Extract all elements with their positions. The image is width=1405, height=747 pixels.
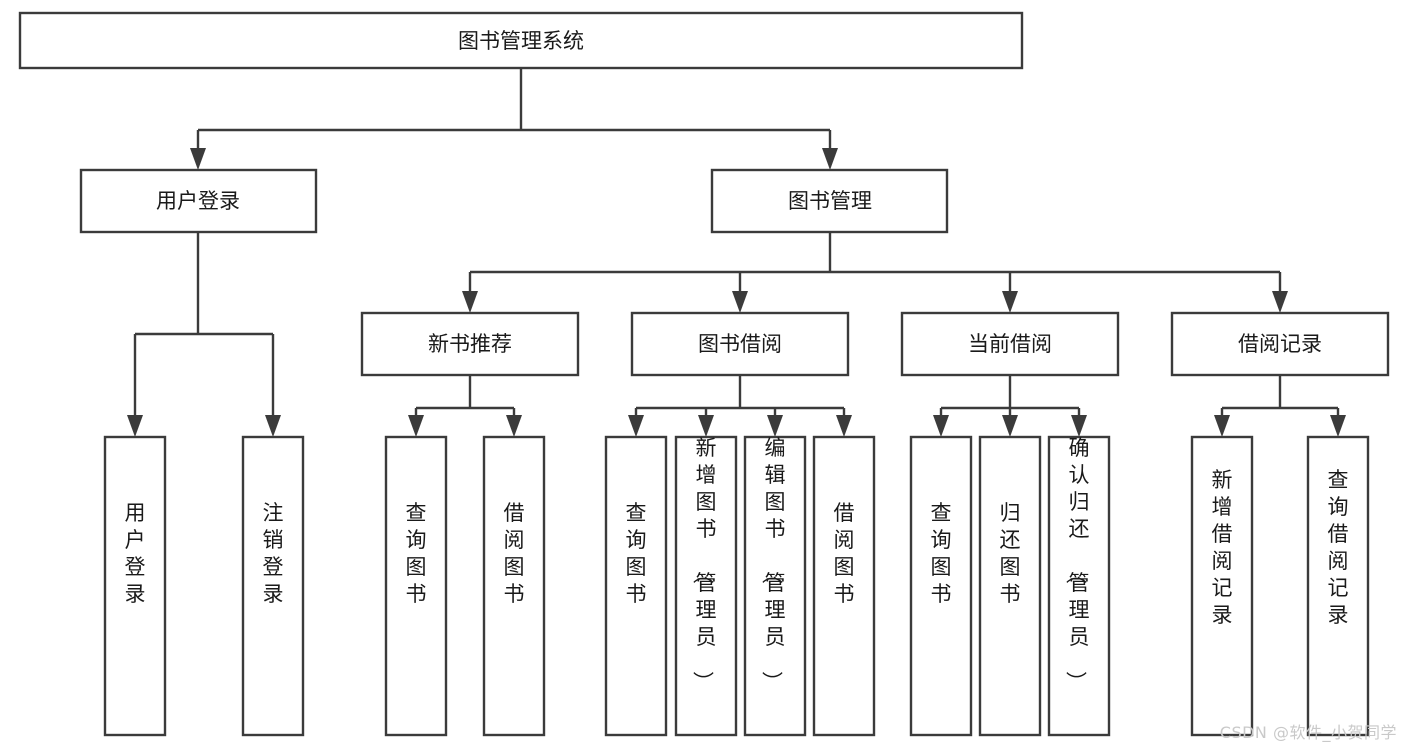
node-root-label: 图书管理系统 xyxy=(458,29,584,53)
node-user-login[interactable]: 用户登录 xyxy=(79,168,318,234)
leaf-book-borrow-2[interactable]: 编辑图书（管理员） xyxy=(743,435,807,737)
edges-layer xyxy=(127,68,1346,437)
leaf-book-borrow-2-label: 编辑图书（管理员） xyxy=(760,436,786,692)
arrow-to-user-login xyxy=(190,148,206,170)
edge-root-bus xyxy=(196,68,832,152)
leaf-user-login-0-label: 用户登录 xyxy=(125,501,146,606)
arrow-newbook-leaf-1 xyxy=(506,415,522,437)
node-book-borrow[interactable]: 图书借阅 xyxy=(630,311,850,377)
leaf-current-borrow-2[interactable]: 确认归还（管理员） xyxy=(1047,435,1111,737)
leaf-borrow-record-1-label: 查询借阅记录 xyxy=(1328,468,1349,627)
leaf-user-login-1[interactable]: 注销登录 xyxy=(241,435,305,737)
edge-borrowrecord-bus xyxy=(1220,375,1340,418)
edge-newbook-bus xyxy=(414,375,516,418)
arrow-to-book-borrow xyxy=(732,291,748,313)
arrow-currentborrow-leaf-0 xyxy=(933,415,949,437)
arrow-to-book-manage xyxy=(822,148,838,170)
node-current-borrow-label: 当前借阅 xyxy=(968,332,1052,356)
leaf-book-borrow-3[interactable]: 借阅图书 xyxy=(812,435,876,737)
leaf-current-borrow-2-label: 确认归还（管理员） xyxy=(1064,436,1090,692)
arrow-userlogin-leaf-1 xyxy=(265,415,281,437)
arrow-bookborrow-leaf-2 xyxy=(767,415,783,437)
node-book-management[interactable]: 图书管理 xyxy=(710,168,949,234)
arrow-bookborrow-leaf-3 xyxy=(836,415,852,437)
arrow-borrowrecord-leaf-1 xyxy=(1330,415,1346,437)
arrow-borrowrecord-leaf-0 xyxy=(1214,415,1230,437)
leaf-book-borrow-0-label: 查询图书 xyxy=(626,501,647,606)
edge-currentborrow-bus xyxy=(939,375,1081,418)
arrow-to-current-borrow xyxy=(1002,291,1018,313)
edge-userlogin-bus xyxy=(133,232,275,418)
leaf-book-borrow-0[interactable]: 查询图书 xyxy=(604,435,668,737)
arrow-newbook-leaf-0 xyxy=(408,415,424,437)
leaf-new-book-recommend-1[interactable]: 借阅图书 xyxy=(482,435,546,737)
leaf-new-book-recommend-1-label: 借阅图书 xyxy=(504,501,525,606)
leaf-borrow-record-0-label: 新增借阅记录 xyxy=(1212,468,1233,627)
watermark-text: CSDN @软件_小贺同学 xyxy=(1219,723,1397,742)
leaf-current-borrow-0-label: 查询图书 xyxy=(931,501,952,606)
leaf-user-login-0[interactable]: 用户登录 xyxy=(103,435,167,737)
arrow-bookborrow-leaf-1 xyxy=(698,415,714,437)
leaf-current-borrow-1[interactable]: 归还图书 xyxy=(978,435,1042,737)
node-borrow-record-label: 借阅记录 xyxy=(1238,332,1322,356)
arrow-currentborrow-leaf-1 xyxy=(1002,415,1018,437)
edge-bookmanage-bus xyxy=(468,232,1282,294)
node-new-book-recommend-label: 新书推荐 xyxy=(428,332,512,356)
leaf-current-borrow-0[interactable]: 查询图书 xyxy=(909,435,973,737)
leaf-new-book-recommend-0-label: 查询图书 xyxy=(406,501,427,606)
node-borrow-record[interactable]: 借阅记录 xyxy=(1170,311,1390,377)
leaf-new-book-recommend-0[interactable]: 查询图书 xyxy=(384,435,448,737)
leaf-book-borrow-1-label: 新增图书（管理员） xyxy=(691,436,717,692)
node-user-login-label: 用户登录 xyxy=(156,189,240,213)
node-book-management-label: 图书管理 xyxy=(788,189,872,213)
leaf-borrow-record-0[interactable]: 新增借阅记录 xyxy=(1190,435,1254,737)
node-current-borrow[interactable]: 当前借阅 xyxy=(900,311,1120,377)
arrow-to-new-book-recommend xyxy=(462,291,478,313)
arrow-userlogin-leaf-0 xyxy=(127,415,143,437)
node-book-borrow-label: 图书借阅 xyxy=(698,332,782,356)
nodes-layer: 图书管理系统 用户登录 图书管理 新书推荐 图书借阅 xyxy=(18,11,1390,737)
leaf-user-login-1-label: 注销登录 xyxy=(263,501,284,606)
node-root-book-management-system[interactable]: 图书管理系统 xyxy=(18,11,1024,70)
arrow-bookborrow-leaf-0 xyxy=(628,415,644,437)
arrow-to-borrow-record xyxy=(1272,291,1288,313)
node-new-book-recommend[interactable]: 新书推荐 xyxy=(360,311,580,377)
edge-bookborrow-bus xyxy=(634,375,846,418)
leaf-borrow-record-1[interactable]: 查询借阅记录 xyxy=(1306,435,1370,737)
leaf-current-borrow-1-label: 归还图书 xyxy=(1000,501,1021,606)
arrow-currentborrow-leaf-2 xyxy=(1071,415,1087,437)
leaf-book-borrow-1[interactable]: 新增图书（管理员） xyxy=(674,435,738,737)
leaf-book-borrow-3-label: 借阅图书 xyxy=(834,501,855,606)
